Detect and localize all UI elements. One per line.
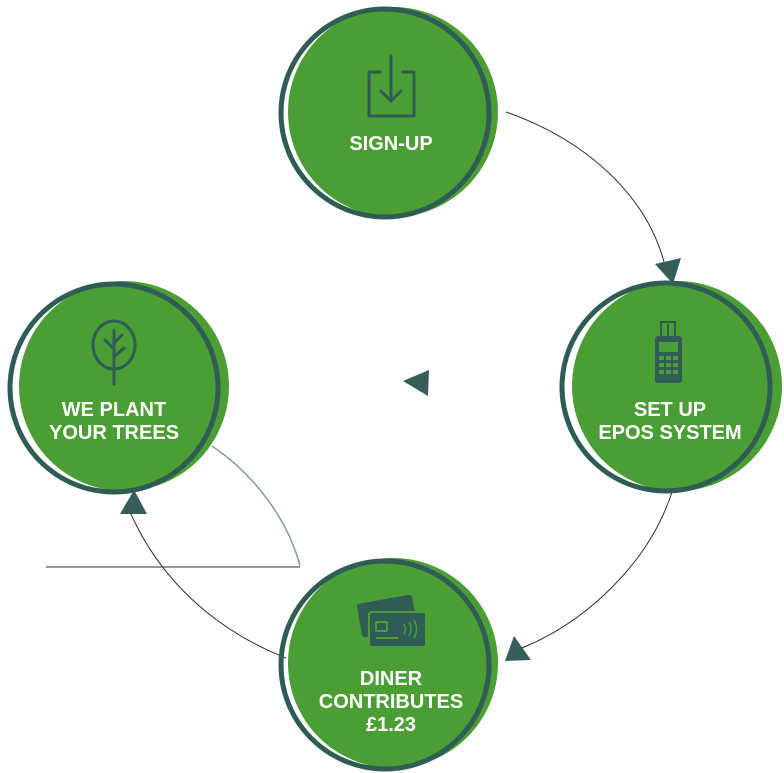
arrowhead-to-epos [655,258,681,284]
decorative-curve [211,445,301,567]
step-label-epos: SET UP EPOS SYSTEM [570,399,770,445]
step-label-line: SIGN-UP [349,133,433,155]
connector-epos-to-diner [521,491,673,649]
arrowhead-to-plant [120,490,147,514]
card-terminal-icon [655,321,682,383]
step-label-line: £1.23 [365,714,417,736]
step-label-sign-up: SIGN-UP [291,133,491,156]
step-label-line: DINER [359,668,423,690]
arrowhead-to-diner [505,636,531,661]
tree-icon [91,319,137,386]
step-node-epos [559,280,782,494]
step-label-line: SET UP [633,399,707,421]
connector-diner-to-plant [129,511,287,659]
step-node-sign-up [278,6,498,220]
step-node-diner [278,558,498,772]
download-icon [367,54,416,118]
step-node-plant [7,281,229,495]
step-label-line: YOUR TREES [48,422,180,444]
step-label-line: WE PLANT [61,399,167,421]
connector-signup-to-epos [505,111,665,263]
step-label-diner: DINER CONTRIBUTES £1.23 [291,668,491,737]
step-label-line: CONTRIBUTES [318,691,464,713]
step-label-line: EPOS SYSTEM [598,422,742,444]
credit-cards-icon [356,594,427,648]
step-label-plant: WE PLANT YOUR TREES [14,399,214,445]
arrowhead-center [403,370,429,396]
